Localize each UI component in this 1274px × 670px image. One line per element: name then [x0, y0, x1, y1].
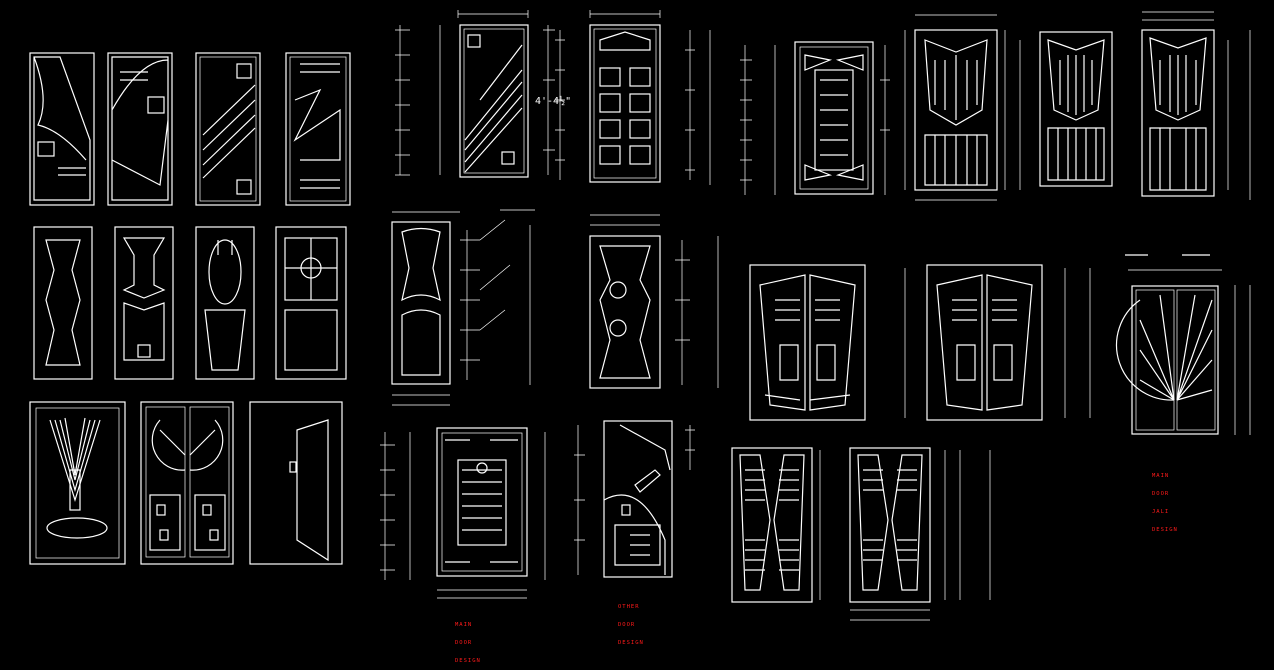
label-line: OTHER: [618, 604, 640, 610]
door-detail-diagonal: [395, 10, 555, 178]
door-detail-jali: [1116, 254, 1251, 435]
door-detail-carved-1: [904, 14, 1021, 201]
label-line: DESIGN: [455, 658, 481, 664]
label-line: DESIGN: [1152, 527, 1178, 533]
label-other-door-design: OTHER DOOR DESIGN: [618, 592, 644, 652]
door-detail-carved-tall-1: [731, 447, 821, 603]
door-design-4: [285, 52, 351, 206]
door-design-10-double: [140, 401, 234, 565]
door-detail-carved-tall-2: [849, 447, 991, 621]
label-line: DOOR: [618, 622, 636, 628]
door-design-7: [195, 226, 255, 380]
door-design-6: [114, 226, 174, 380]
door-detail-main-ornate: [380, 427, 546, 599]
door-detail-circles: [589, 214, 719, 389]
door-detail-carved-2: [1039, 31, 1113, 187]
label-line: DOOR: [455, 640, 473, 646]
label-main-door-design: MAIN DOOR DESIGN: [455, 610, 481, 670]
label-main-door-jali-design: MAIN DOOR JALI DESIGN: [1152, 461, 1178, 539]
door-detail-carved-double-2: [904, 264, 1091, 421]
door-detail-panels: [555, 10, 711, 185]
cad-drawing-canvas: [29, 10, 1251, 621]
label-line: JALI: [1152, 509, 1170, 515]
door-design-5: [33, 226, 93, 380]
label-line: DESIGN: [618, 640, 644, 646]
door-design-3: [195, 52, 261, 206]
door-design-9: [29, 401, 126, 565]
label-line: MAIN: [455, 622, 473, 628]
dimension-label: 4'-4½": [535, 96, 572, 107]
door-detail-arched: [391, 209, 535, 406]
door-design-1: [29, 52, 95, 206]
door-detail-carved-double-1: [749, 264, 866, 421]
door-design-8: [275, 226, 347, 380]
label-line: MAIN: [1152, 473, 1170, 479]
door-design-2: [107, 52, 173, 206]
label-line: DOOR: [1152, 491, 1170, 497]
door-detail-other: [574, 420, 695, 578]
door-design-11-open: [249, 401, 343, 565]
door-detail-carved-3: [1141, 11, 1251, 200]
door-detail-geometric: [740, 41, 890, 195]
